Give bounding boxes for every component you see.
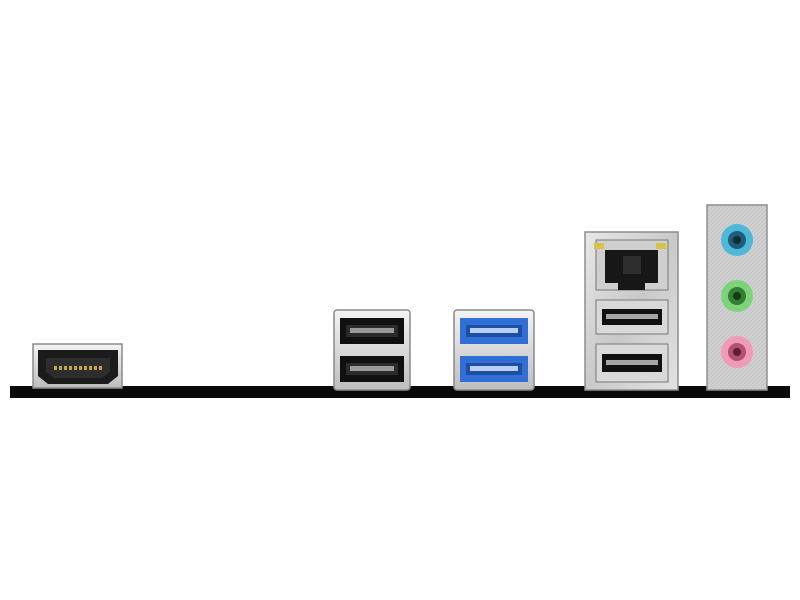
usb-3-stack <box>453 309 535 391</box>
hdmi-port <box>32 343 123 389</box>
audio-jack-block <box>706 204 768 391</box>
lan-usb-block <box>584 231 679 391</box>
usb-2-stack <box>333 309 411 391</box>
